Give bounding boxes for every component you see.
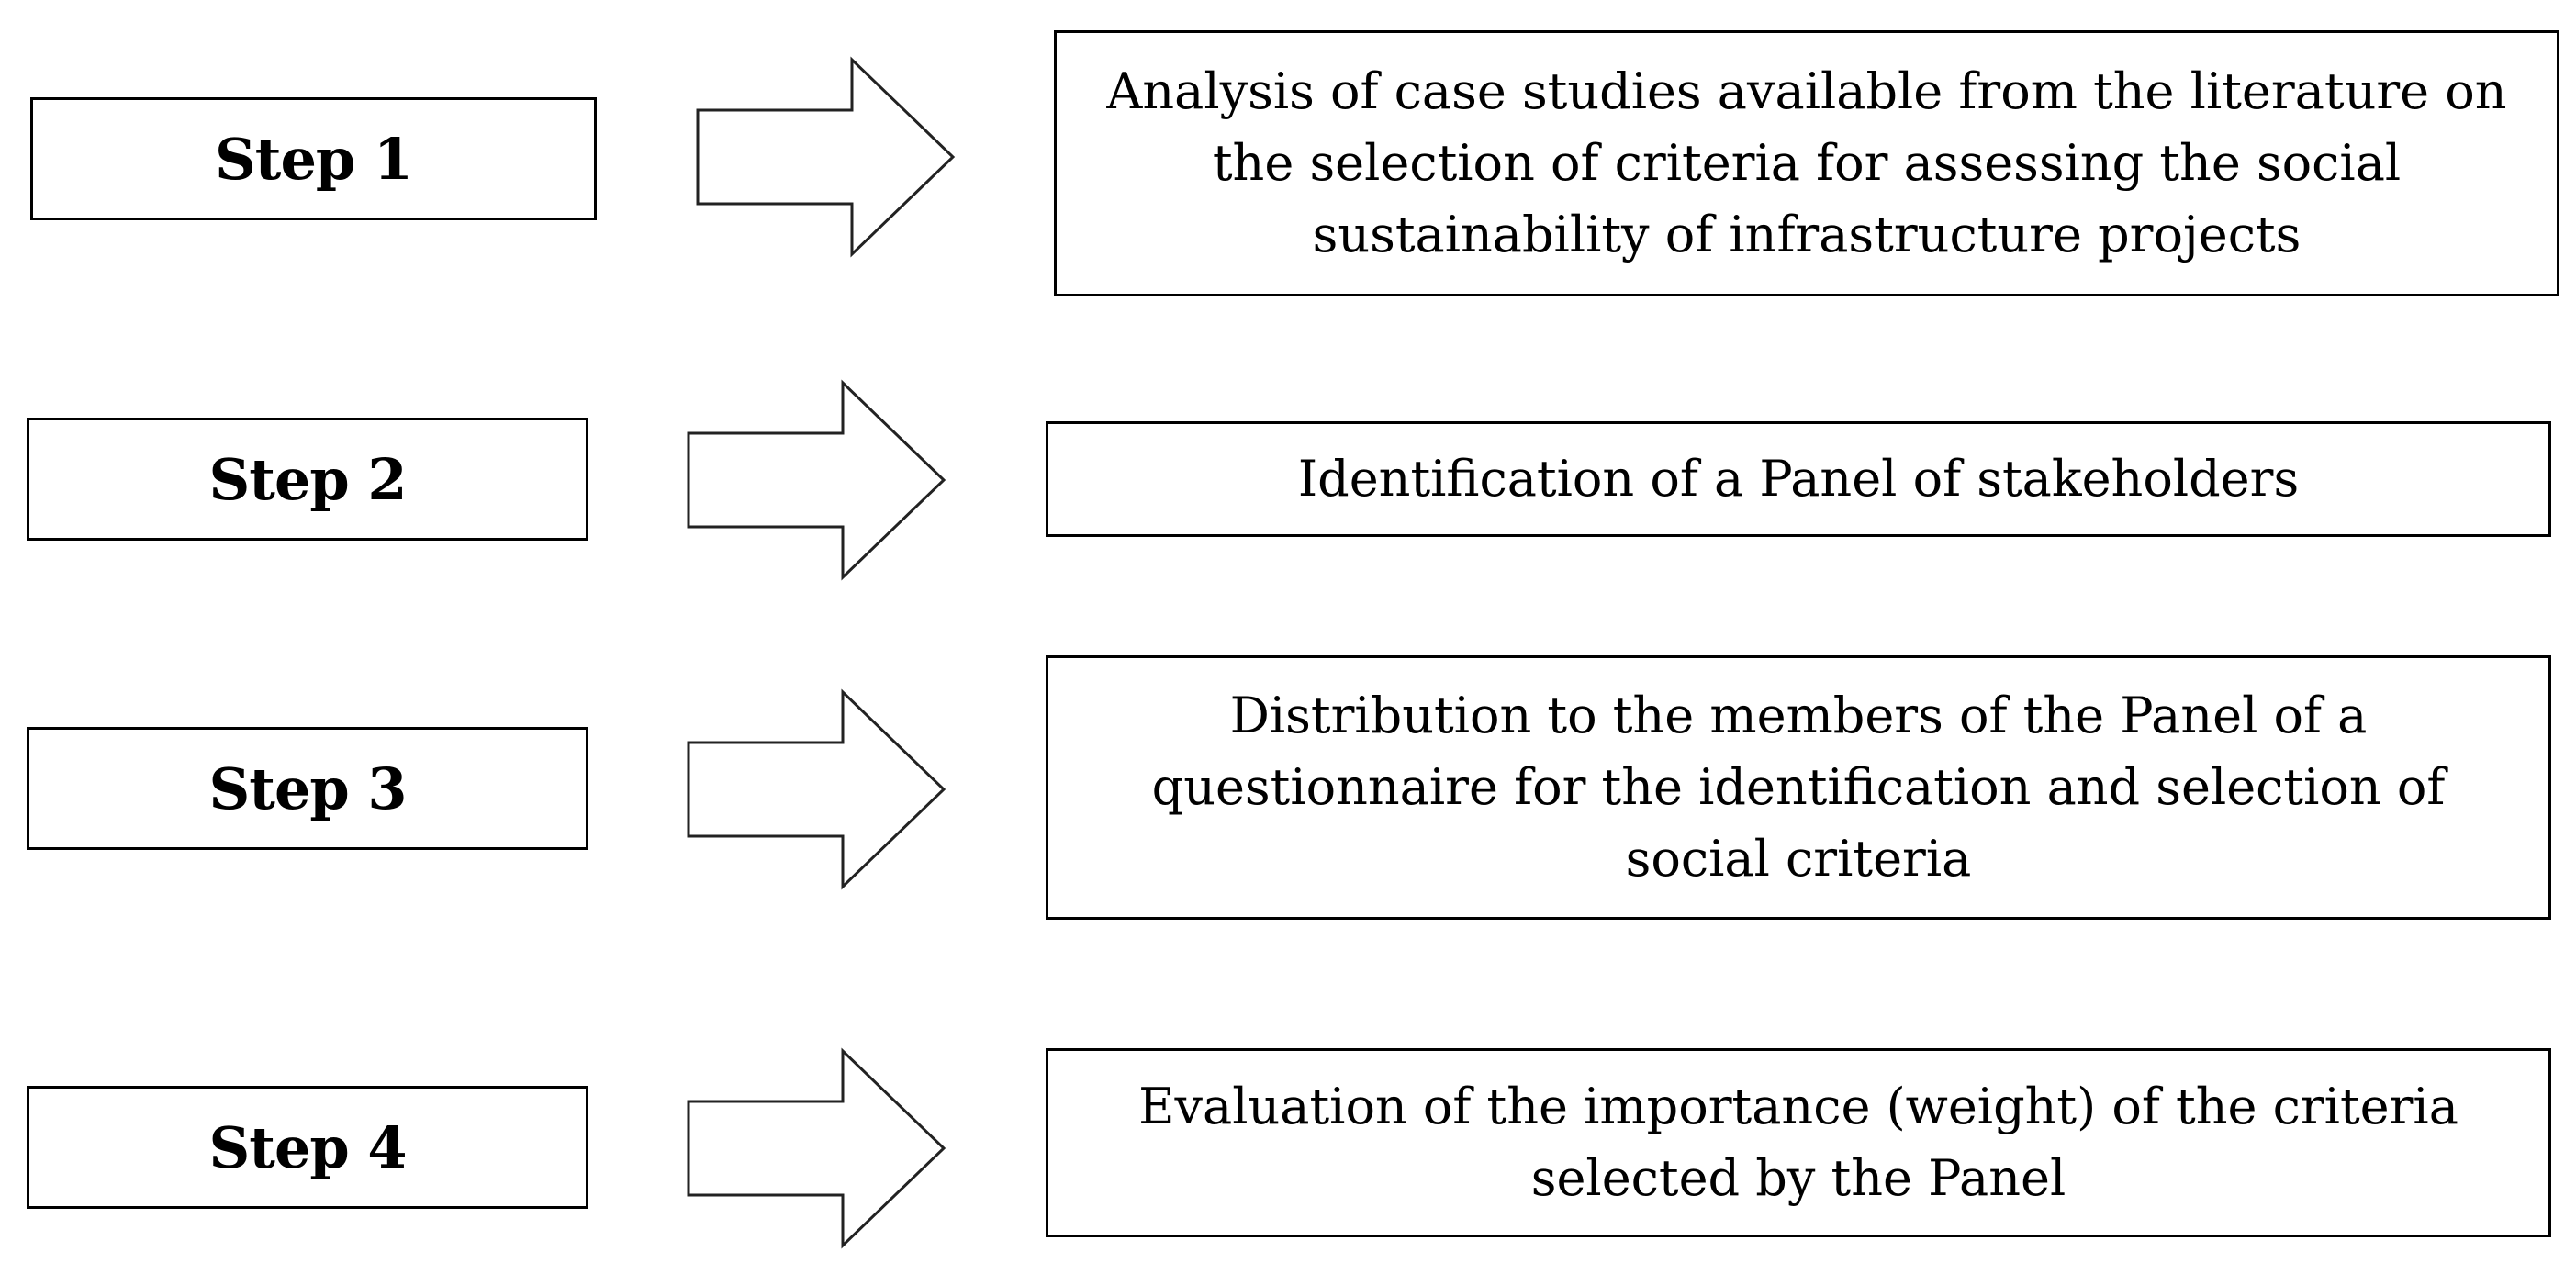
step-4-box: Step 4 (27, 1086, 588, 1209)
step-2-description: Identification of a Panel of stakeholder… (1297, 450, 2300, 508)
step-3-label: Step 3 (208, 754, 408, 822)
arrow-right-icon (687, 379, 946, 581)
arrow-right-icon (687, 688, 946, 890)
step-1-description-box: Analysis of case studies available from … (1054, 30, 2559, 296)
step-1-box: Step 1 (30, 97, 597, 220)
step-3-box: Step 3 (27, 727, 588, 850)
step-2-box: Step 2 (27, 418, 588, 541)
step-2-description-box: Identification of a Panel of stakeholder… (1046, 421, 2551, 537)
arrow-right-icon (687, 1047, 946, 1249)
step-2-label: Step 2 (208, 445, 408, 513)
step-1-label: Step 1 (215, 125, 413, 193)
arrow-right-icon (696, 56, 956, 258)
step-3-description-box: Distribution to the members of the Panel… (1046, 655, 2551, 920)
step-3-description: Distribution to the members of the Panel… (1151, 687, 2446, 888)
step-1-description: Analysis of case studies available from … (1106, 62, 2507, 263)
step-4-description: Evaluation of the importance (weight) of… (1138, 1078, 2458, 1207)
step-4-description-box: Evaluation of the importance (weight) of… (1046, 1048, 2551, 1237)
step-4-label: Step 4 (208, 1113, 408, 1181)
